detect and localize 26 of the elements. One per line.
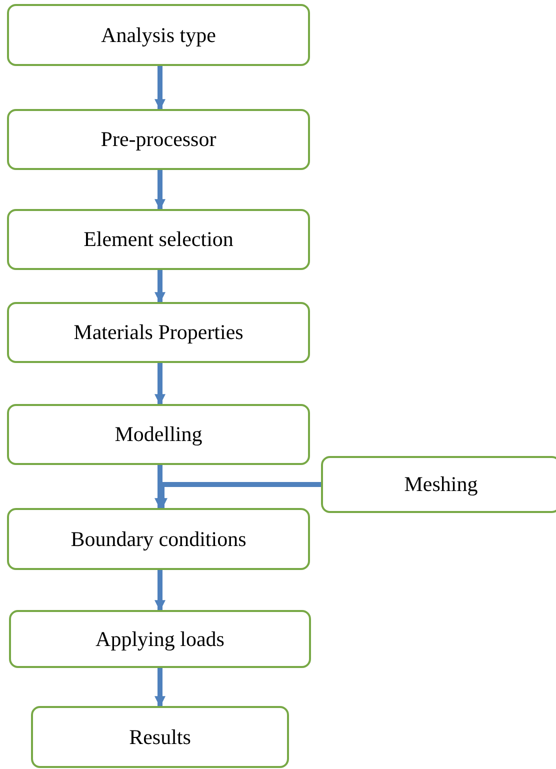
arrow	[154, 270, 166, 304]
box-label: Modelling	[114, 422, 202, 447]
process-box	[7, 109, 310, 170]
box-label: Analysis type	[101, 22, 216, 48]
arrow	[154, 465, 166, 510]
process-box	[321, 456, 556, 513]
process-box	[9, 610, 311, 668]
arrow	[156, 482, 321, 510]
process-box	[7, 4, 310, 66]
process-box	[7, 302, 310, 363]
box-label: Pre-processor	[100, 127, 216, 152]
box-label: Boundary conditions	[70, 526, 246, 552]
box-label: Results	[129, 724, 191, 750]
process-box	[7, 404, 310, 465]
arrow	[154, 668, 166, 708]
process-box	[7, 508, 310, 570]
arrow	[154, 170, 166, 210]
box-label: Applying loads	[96, 626, 224, 652]
arrow	[154, 363, 166, 406]
box-label: Meshing	[404, 472, 478, 497]
process-box	[7, 209, 310, 270]
process-box	[31, 706, 289, 768]
arrow	[154, 570, 166, 612]
box-label: Materials Properties	[74, 320, 244, 345]
arrow	[154, 66, 166, 110]
box-label: Element selection	[84, 227, 234, 252]
